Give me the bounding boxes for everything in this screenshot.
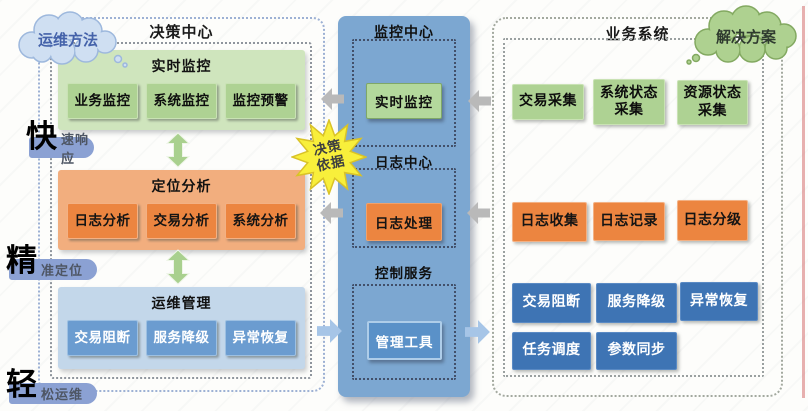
pill-easy-ops-bigchar: 轻 [6, 367, 37, 403]
pill-fast-response-bigchar: 快 [26, 119, 57, 155]
ops-management-group-title: 运维管理 [151, 296, 212, 312]
double-arrow-icon [166, 249, 190, 285]
business-system-outer-frame [492, 17, 783, 397]
log-center-frame [352, 168, 456, 248]
box-log-processing: 日志处理 [366, 203, 442, 241]
decision-basis-star: 决策 依据 [289, 117, 369, 197]
log-center-label: 日志中心 [375, 155, 433, 171]
box-task-schedule: 任务调度 [512, 332, 591, 370]
pill-easy-ops: 松运维 [9, 383, 97, 404]
pill-precise-locate: 准定位 [9, 259, 97, 280]
box-exception-recover: 异常恢复 [225, 320, 296, 356]
monitor-center-title: 监控中心 [374, 25, 434, 41]
box-monitor-alert: 监控预警 [225, 83, 296, 119]
realtime-monitor-group-title: 实时监控 [151, 59, 212, 75]
box-log-grade: 日志分级 [677, 200, 748, 241]
box-system-status-collect: 系统状态采集 [593, 79, 665, 125]
business-system-inner-frame [503, 38, 764, 377]
decision-center-title: 决策中心 [149, 23, 214, 41]
box-system-analysis: 系统分析 [225, 203, 296, 239]
cloud-method-label: 运维方法 [38, 31, 98, 49]
box-param-sync: 参数同步 [596, 332, 677, 370]
box-transaction-collect: 交易采集 [512, 84, 584, 120]
starburst-icon [289, 117, 369, 197]
arrow-left-icon [467, 202, 490, 224]
box-service-degrade-right: 服务降级 [596, 283, 677, 323]
star-text-line2: 依据 [314, 153, 347, 175]
box-log-analysis: 日志分析 [67, 203, 138, 239]
analysis-group: 定位分析 日志分析 交易分析 系统分析 [58, 170, 305, 250]
pill-fast-response: 速响应 [29, 133, 94, 167]
arrow-right-icon [465, 320, 490, 344]
analysis-group-title: 定位分析 [151, 179, 212, 195]
double-arrow-icon [166, 132, 190, 168]
box-log-collect: 日志收集 [512, 202, 587, 242]
box-service-degrade: 服务降级 [146, 320, 217, 356]
arrow-left-icon [320, 202, 343, 224]
box-transaction-block-right: 交易阻断 [512, 283, 591, 323]
ops-management-group: 运维管理 交易阻断 服务降级 异常恢复 [58, 287, 305, 369]
pill-precise-locate-bigchar: 精 [6, 243, 37, 279]
arrow-left-icon [321, 88, 344, 110]
arrow-left-icon [468, 90, 491, 112]
monitor-center-frame [352, 39, 456, 147]
box-business-monitor: 业务监控 [67, 83, 138, 119]
box-exception-recover-right: 异常恢复 [680, 282, 758, 321]
cloud-icon: 运维方法 [18, 11, 128, 68]
control-service-label: 控制服务 [375, 266, 433, 282]
box-transaction-block: 交易阻断 [67, 320, 138, 356]
box-log-record: 日志记录 [593, 202, 665, 241]
box-management-tool: 管理工具 [367, 321, 442, 360]
box-transaction-analysis: 交易分析 [146, 203, 217, 239]
cloud-solution-label: 解决方案 [716, 28, 777, 46]
realtime-monitor-group: 实时监控 业务监控 系统监控 监控预警 [58, 50, 305, 130]
decision-center-inner-frame [50, 42, 312, 379]
box-resource-status-collect: 资源状态采集 [677, 80, 748, 125]
right-edge-mark [802, 6, 805, 398]
cloud-icon: 解决方案 [686, 5, 797, 65]
box-system-monitor: 系统监控 [146, 83, 217, 119]
arrow-right-icon [317, 319, 342, 343]
box-realtime-monitor-center: 实时监控 [366, 83, 442, 119]
control-service-frame [352, 284, 456, 380]
decision-center-outer-frame [38, 17, 325, 392]
